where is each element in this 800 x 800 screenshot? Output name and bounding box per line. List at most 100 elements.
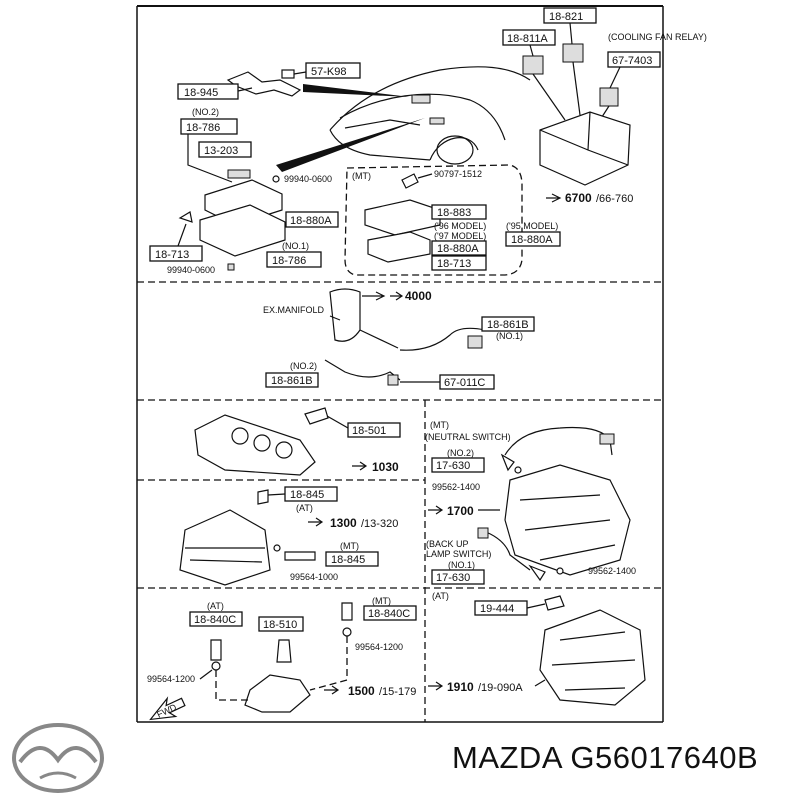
label-99940-0600-bottom: 99940-0600 — [167, 265, 215, 275]
label-box-57-K98 — [305, 62, 361, 79]
label-99940-0600-top: 99940-0600 — [284, 174, 332, 184]
label-18-713-left: 18-713 — [155, 249, 189, 261]
label-mt-ecu: (MT) — [352, 171, 371, 181]
label-no1-ecu: (NO.1) — [282, 241, 309, 251]
label-18-883: 18-883 — [437, 207, 471, 219]
pointer-arrow-a — [303, 84, 410, 97]
label-18-840C-mt: 18-840C — [368, 608, 410, 620]
label-neutral-switch: (NEUTRAL SWITCH) — [425, 432, 511, 442]
sensor-18-501 — [304, 407, 329, 425]
label-1500: 1500 — [348, 684, 375, 698]
label-at-18-840C: (AT) — [207, 601, 224, 611]
label-18-821: 18-821 — [549, 11, 583, 23]
label-13-203: 13-203 — [204, 145, 238, 157]
automatic-transmission — [539, 609, 646, 706]
sensor-18-510 — [276, 639, 292, 663]
pointer-arrow-b — [276, 118, 425, 172]
label-57-K98: 57-K98 — [311, 66, 346, 78]
label-15-179: /15-179 — [379, 686, 416, 698]
label-back-up: (BACK UP — [426, 539, 469, 549]
label-99562-1400-bottom: 99562-1400 — [588, 566, 636, 576]
harness-18-945 — [226, 71, 302, 97]
fwd-arrow: FWD — [149, 696, 186, 721]
label-mt-neutral: (MT) — [430, 420, 449, 430]
label-18-945: 18-945 — [184, 87, 218, 99]
relay-18-821 — [562, 43, 584, 63]
label-ex-manifold: EX.MANIFOLD — [263, 305, 325, 315]
mt-bracket — [364, 199, 441, 236]
label-18-840C-at: 18-840C — [194, 614, 236, 626]
label-mt-18-840C: (MT) — [372, 596, 391, 606]
label-no1-backup: (NO.1) — [448, 560, 475, 570]
neutral-switch-wire — [504, 426, 613, 456]
label-67-011C: 67-011C — [444, 377, 485, 389]
label-6700: 6700 — [565, 191, 592, 205]
brand-name: MAZDA — [452, 740, 562, 775]
exhaust-manifold — [329, 288, 361, 342]
part-number: G56017640B — [570, 740, 759, 775]
label-mt-18-845: (MT) — [340, 541, 359, 551]
label-19-444: 19-444 — [480, 603, 514, 615]
mazda-logo — [12, 723, 104, 793]
label-99564-1200-left: 99564-1200 — [147, 674, 195, 684]
label-cooling-fan-relay: (COOLING FAN RELAY) — [608, 32, 707, 42]
label-17-630-no2: 17-630 — [436, 460, 470, 472]
cylinder-head — [194, 414, 316, 476]
label-18-811A: 18-811A — [507, 33, 548, 45]
label-no2-ecu: (NO.2) — [192, 107, 219, 117]
label-18-880A-outer: 18-880A — [511, 234, 553, 246]
label-18-845-mt: 18-845 — [331, 554, 365, 566]
label-18-786-bottom: 18-786 — [272, 255, 306, 267]
sensor-18-840C-at — [210, 639, 222, 661]
label-no2-neutral: (NO.2) — [447, 448, 474, 458]
brand-title: MAZDA G56017640B — [452, 740, 758, 776]
label-67-7403: 67-7403 — [612, 55, 652, 67]
label-at-19-444: (AT) — [432, 591, 449, 601]
label-at-18-845: (AT) — [296, 503, 313, 513]
o2-sensor-no1-wire — [399, 327, 486, 351]
label-66-760: /66-760 — [596, 193, 633, 205]
label-99564-1000: 99564-1000 — [290, 572, 338, 582]
label-99562-1400-top: 99562-1400 — [432, 482, 480, 492]
car-outline — [329, 66, 531, 165]
label-18-713-inner: 18-713 — [437, 258, 471, 270]
label-1030: 1030 — [372, 460, 399, 474]
label-1700: 1700 — [447, 504, 474, 518]
label-18-501: 18-501 — [352, 425, 386, 437]
label-no1-o2: (NO.1) — [496, 331, 523, 341]
label-97-model: ('97 MODEL) — [434, 231, 486, 241]
label-18-861B-no1: 18-861B — [487, 319, 529, 331]
label-18-880A-left: 18-880A — [290, 215, 332, 227]
label-96-model: ('96 MODEL) — [434, 221, 486, 231]
bolt-90797 — [401, 173, 419, 189]
sensor-18-845-at — [257, 489, 269, 505]
label-90797-1512: 90797-1512 — [434, 169, 482, 179]
o2-sensor-no2-wire — [324, 359, 401, 381]
relay-67-7403 — [599, 87, 619, 107]
mt-ecu-module — [367, 231, 431, 263]
label-lamp-switch: LAMP SWITCH) — [426, 549, 491, 559]
manual-transmission — [504, 464, 631, 576]
inhibitor-switch-19-444 — [544, 595, 565, 611]
label-95-model: ('95 MODEL) — [506, 221, 558, 231]
label-18-786-top: 18-786 — [186, 122, 220, 134]
relay-18-811A — [522, 55, 544, 75]
label-18-845-at: 18-845 — [290, 489, 324, 501]
connector-57-K98 — [281, 69, 295, 79]
label-19-090A: /19-090A — [478, 682, 523, 694]
water-outlet — [244, 674, 311, 713]
label-13-320: /13-320 — [361, 518, 398, 530]
label-no2-o2: (NO.2) — [290, 361, 317, 371]
sensor-18-840C-mt — [341, 602, 353, 621]
label-1910: 1910 — [447, 680, 474, 694]
backup-switch-wire — [485, 531, 531, 571]
mt-group-outline — [344, 164, 523, 276]
label-1300: 1300 — [330, 516, 357, 530]
ecu-bracket-lower — [199, 204, 286, 257]
sensor-18-845-mt — [284, 551, 316, 561]
label-18-510: 18-510 — [263, 619, 297, 631]
label-18-880A-inner: 18-880A — [437, 243, 479, 255]
label-4000: 4000 — [405, 289, 432, 303]
label-99564-1200-right: 99564-1200 — [355, 642, 403, 652]
